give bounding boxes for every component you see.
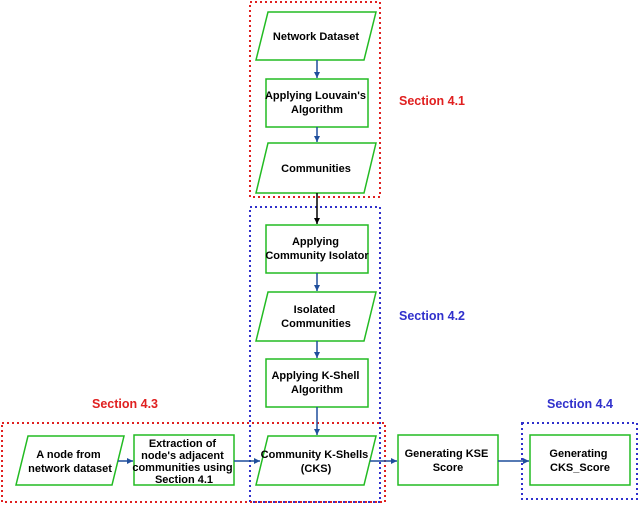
- node-kshell: [265, 358, 369, 408]
- node-from-dataset: [15, 435, 125, 486]
- node-community-isolator: [265, 224, 369, 274]
- section-4-3-label: Section 4.3: [92, 397, 158, 411]
- node-louvain-text: Applying Louvain's Algorithm: [265, 90, 369, 116]
- node-louvain: [265, 78, 369, 128]
- node-cks-score-text: Generating CKS_Score: [549, 448, 610, 474]
- node-extraction-text: Extraction of node's adjacent communitie…: [132, 438, 235, 486]
- node-kse-score: [397, 434, 499, 486]
- node-extraction: [133, 434, 235, 486]
- section-4-4-label: Section 4.4: [547, 397, 613, 411]
- node-cks: [255, 435, 377, 486]
- node-from-dataset-text: A node from network dataset: [28, 449, 112, 475]
- section-4-1-box: [249, 1, 381, 198]
- node-cks-score: [529, 434, 631, 486]
- node-network-dataset-text: Network Dataset: [273, 31, 360, 43]
- node-communities: [255, 142, 377, 194]
- node-cks-text: Community K-Shells (CKS): [261, 449, 372, 475]
- node-community-isolator-text: Applying Community Isolator: [265, 236, 369, 262]
- node-network-dataset: [255, 11, 377, 61]
- node-kse-score-text: Generating KSE Score: [405, 448, 492, 474]
- section-4-1-label: Section 4.1: [399, 94, 465, 108]
- node-isolated-communities-text: Isolated Communities: [281, 304, 351, 330]
- node-kshell-text: Applying K-Shell Algorithm: [271, 370, 362, 396]
- node-communities-text: Communities: [281, 163, 351, 175]
- section-4-3-box: [1, 422, 386, 503]
- section-4-2-label: Section 4.2: [399, 309, 465, 323]
- node-isolated-communities: [255, 291, 377, 342]
